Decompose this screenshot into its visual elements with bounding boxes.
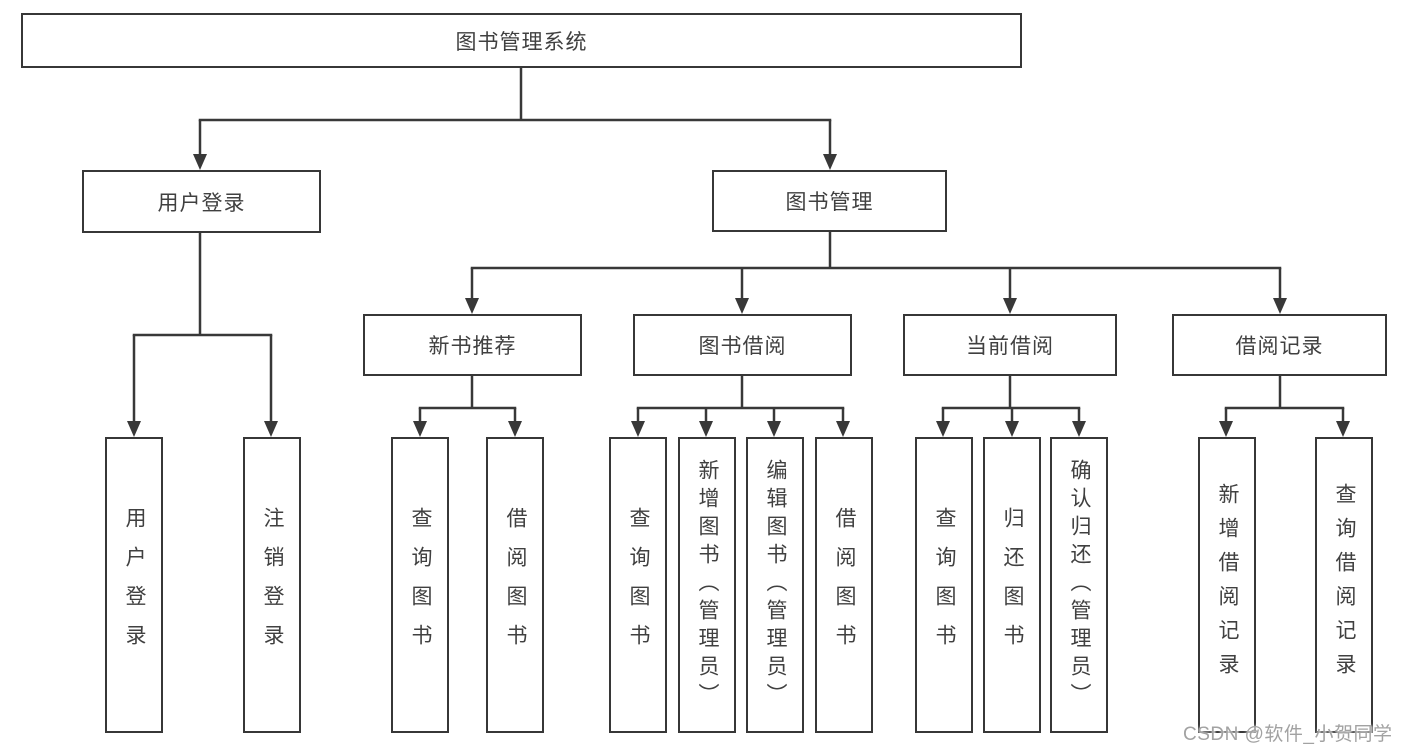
leaf-query-borrow-record: 查询借阅记录 (1315, 437, 1373, 733)
node-current-borrowing: 当前借阅 (903, 314, 1117, 376)
leaf-borrow-books: 借阅图书 (486, 437, 544, 733)
leaf-edit-books-admin: 编辑图书（管理员） (746, 437, 804, 733)
leaf-confirm-return-admin: 确认归还（管理员） (1050, 437, 1108, 733)
node-new-book-recommendation: 新书推荐 (363, 314, 582, 376)
leaf-return-books: 归还图书 (983, 437, 1041, 733)
csdn-watermark: CSDN @软件_小贺同学 (1183, 724, 1393, 745)
node-user-login: 用户登录 (82, 170, 321, 233)
leaf-add-books-admin: 新增图书（管理员） (678, 437, 736, 733)
leaf-logout: 注销登录 (243, 437, 301, 733)
node-book-management: 图书管理 (712, 170, 947, 232)
leaf-add-borrow-record: 新增借阅记录 (1198, 437, 1256, 733)
leaf-query-books: 查询图书 (915, 437, 973, 733)
node-borrowing-records: 借阅记录 (1172, 314, 1387, 376)
leaf-borrow-books: 借阅图书 (815, 437, 873, 733)
node-book-borrowing: 图书借阅 (633, 314, 852, 376)
leaf-user-login: 用户登录 (105, 437, 163, 733)
leaf-query-books: 查询图书 (391, 437, 449, 733)
node-library-management-system: 图书管理系统 (21, 13, 1022, 68)
leaf-query-books: 查询图书 (609, 437, 667, 733)
